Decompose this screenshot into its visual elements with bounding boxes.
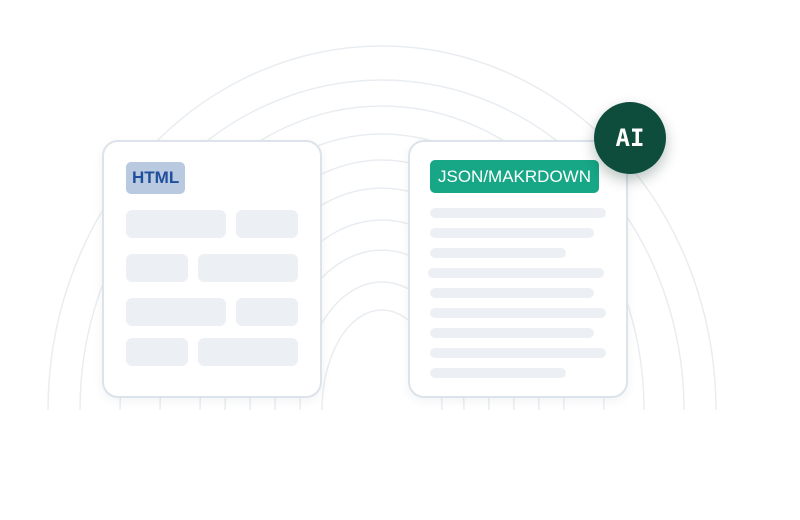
text-line-placeholder (430, 308, 606, 318)
html-label: HTML (126, 162, 186, 194)
json-markdown-output-card: JSON/MAKRDOWN (408, 140, 628, 398)
placeholder-block (126, 210, 226, 238)
text-line-placeholder (430, 328, 594, 338)
text-line-placeholder (430, 208, 606, 218)
placeholder-block (126, 338, 188, 366)
placeholder-block (126, 298, 226, 326)
placeholder-block (126, 254, 188, 282)
ai-badge: AI (594, 102, 666, 174)
text-line-placeholder (428, 268, 604, 278)
html-source-card: HTML (102, 140, 322, 398)
placeholder-block (198, 338, 298, 366)
placeholder-block (236, 210, 298, 238)
placeholder-block (236, 298, 298, 326)
placeholder-block (198, 254, 298, 282)
text-line-placeholder (430, 288, 594, 298)
text-line-placeholder (430, 368, 566, 378)
text-line-placeholder (430, 228, 594, 238)
text-line-placeholder (430, 348, 606, 358)
text-line-placeholder (430, 248, 566, 258)
json-markdown-label: JSON/MAKRDOWN (430, 160, 599, 193)
